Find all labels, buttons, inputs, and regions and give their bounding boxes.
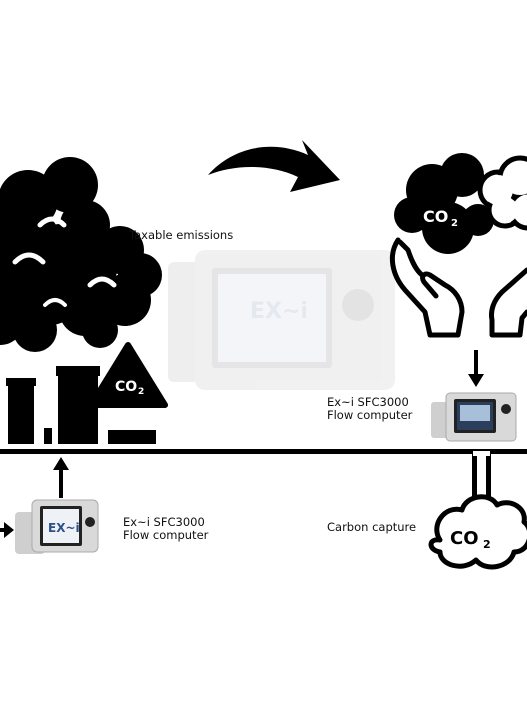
capture-co2-subscript: 2 xyxy=(483,538,491,551)
co2-triangle-label: CO xyxy=(115,379,137,395)
device-left-type: Flow computer xyxy=(123,528,209,542)
factory-icon xyxy=(6,366,156,444)
down-arrow-icon xyxy=(468,350,484,387)
background-device-watermark: EX~i xyxy=(168,250,395,390)
co2-triangle-subscript: 2 xyxy=(138,387,144,397)
device-right-name: Ex~i SFC3000 xyxy=(327,395,409,409)
taxable-emissions-label: Taxable emissions xyxy=(129,228,234,242)
curved-arrow-icon xyxy=(208,140,340,192)
background-device-logo: EX~i xyxy=(250,299,308,324)
capture-cloud-icon: CO 2 xyxy=(428,494,527,570)
co2-cloud-label: CO xyxy=(423,207,448,226)
flow-computer-icon xyxy=(431,392,517,442)
pipeline-icon xyxy=(0,449,527,499)
hands-icon xyxy=(389,237,527,338)
co2-triangle-icon: CO 2 xyxy=(88,342,168,408)
device-right-type: Flow computer xyxy=(327,408,413,422)
co2-cloud-icon: CO 2 xyxy=(394,153,527,254)
up-arrow-icon xyxy=(53,457,69,498)
right-arrow-icon xyxy=(0,522,14,538)
device-left-name: Ex~i SFC3000 xyxy=(123,515,205,529)
capture-co2-label: CO xyxy=(450,528,479,549)
smoke-clouds-icon xyxy=(0,157,162,352)
flow-computer-icon-left: EX~i xyxy=(15,499,99,554)
carbon-capture-label: Carbon capture xyxy=(327,520,417,534)
device-logo: EX~i xyxy=(48,521,80,535)
co2-cloud-subscript: 2 xyxy=(451,218,458,229)
